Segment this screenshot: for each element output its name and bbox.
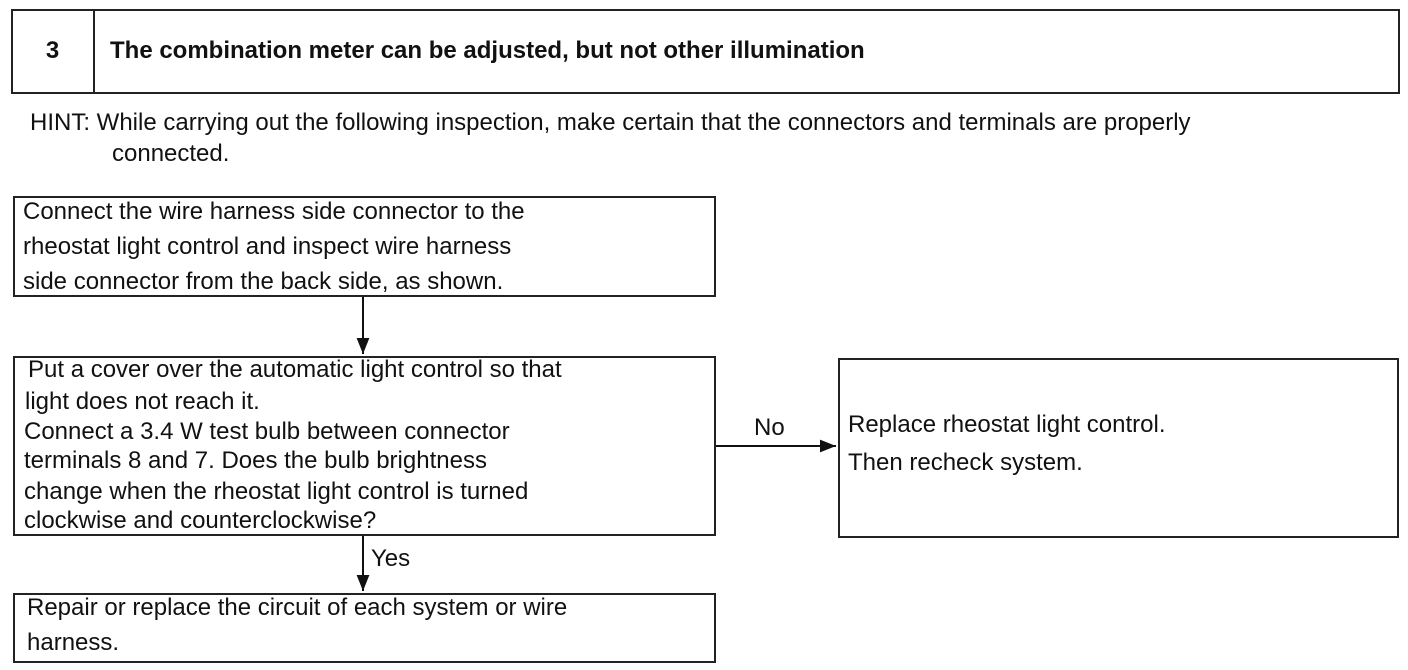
replace-rheostat-line-1: Replace rheostat light control. <box>848 411 1166 438</box>
hint-line-1: HINT: While carrying out the following i… <box>30 109 1191 136</box>
step-number-cell <box>11 9 95 94</box>
inspect-connector-line-1: Connect the wire harness side connector … <box>23 198 525 225</box>
repair-circuit-box <box>13 593 716 663</box>
step-number: 3 <box>45 37 60 64</box>
inspect-connector-line-2: rheostat light control and inspect wire … <box>23 233 512 260</box>
test-bulb-line-4: terminals 8 and 7. Does the bulb brightn… <box>24 447 487 474</box>
test-bulb-line-2: light does not reach it. <box>25 388 260 415</box>
test-bulb-line-5: change when the rheostat light control i… <box>24 478 529 505</box>
yes-label: Yes <box>371 545 411 572</box>
replace-rheostat-box <box>838 358 1399 538</box>
repair-circuit-line-1: Repair or replace the circuit of each sy… <box>27 594 568 621</box>
replace-rheostat-line-2: Then recheck system. <box>848 449 1083 476</box>
step-title: The combination meter can be adjusted, b… <box>110 37 865 64</box>
repair-circuit-line-2: harness. <box>27 629 120 656</box>
inspect-connector-line-3: side connector from the back side, as sh… <box>23 268 504 295</box>
test-bulb-line-1: Put a cover over the automatic light con… <box>28 356 562 383</box>
test-bulb-question-box <box>13 356 716 536</box>
test-bulb-line-3: Connect a 3.4 W test bulb between connec… <box>24 418 510 445</box>
inspect-connector-box <box>13 196 716 297</box>
hint-line-2: connected. <box>112 140 230 167</box>
step-title-cell <box>93 9 1400 94</box>
no-label: No <box>754 414 785 441</box>
test-bulb-line-6: clockwise and counterclockwise? <box>24 507 377 534</box>
